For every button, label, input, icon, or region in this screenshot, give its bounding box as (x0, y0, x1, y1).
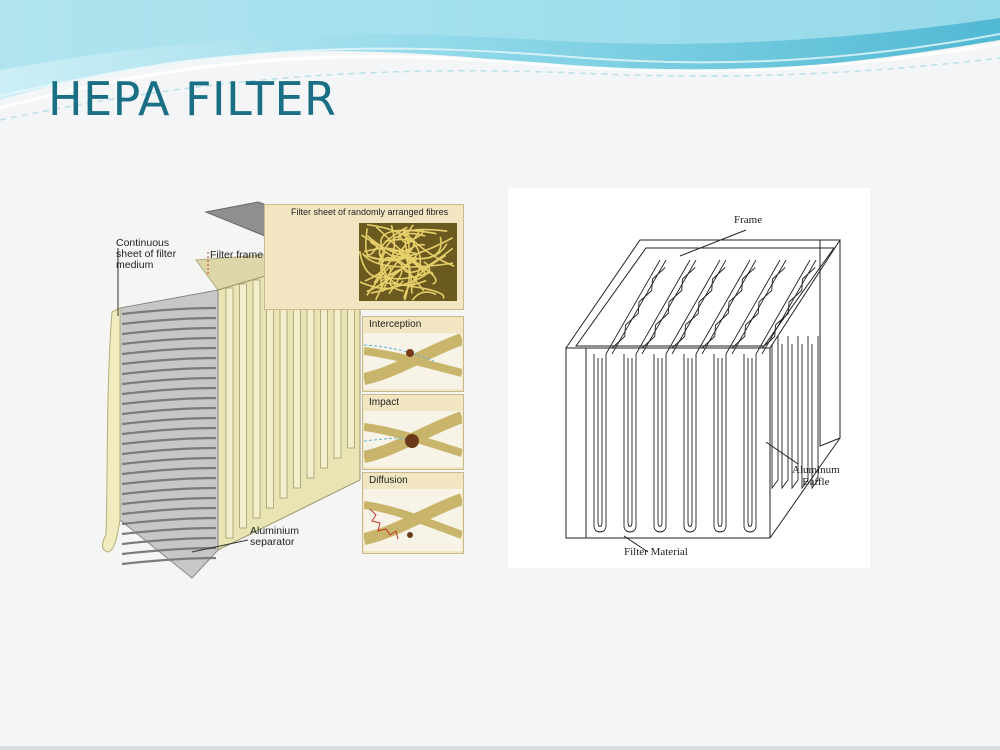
continuous-sheet-label: Continuous sheet of filter medium (116, 237, 177, 271)
pleat-rows (121, 306, 217, 566)
pleat-columns (225, 251, 355, 539)
frame-label: Frame (734, 214, 763, 226)
impact-illustration (364, 411, 462, 467)
header-wave (0, 0, 1000, 121)
hepa-line-diagram: Frame Aluminum Baffle Filter Material (508, 188, 870, 568)
interception-pane: Interception (362, 316, 464, 392)
diffusion-pane: Diffusion (362, 472, 464, 554)
impact-pane: Impact (362, 394, 464, 470)
interception-illustration (364, 333, 462, 389)
filter-frame-label: Filter frame (210, 249, 264, 261)
fibre-sheet-pane: Filter sheet of randomly arranged fibres (264, 204, 464, 310)
filter-material-label: Filter Material (624, 546, 688, 558)
aluminum-baffle-label: Aluminum Baffle (792, 464, 840, 488)
fibre-mesh-image (359, 223, 457, 301)
fibre-sheet-label: Filter sheet of randomly arranged fibres (291, 207, 449, 217)
diffusion-label: Diffusion (369, 475, 408, 486)
hepa-line-illustration (565, 229, 841, 553)
slide-footer-line (0, 746, 1000, 750)
interception-label: Interception (369, 319, 422, 330)
diffusion-illustration (364, 489, 462, 551)
impact-label: Impact (369, 397, 400, 408)
aluminium-separator-label: Aluminium separator (250, 525, 300, 548)
slide-title: HEPA FILTER (48, 72, 337, 126)
hepa-cutaway-diagram: Continuous sheet of filter medium Filter… (98, 190, 466, 588)
